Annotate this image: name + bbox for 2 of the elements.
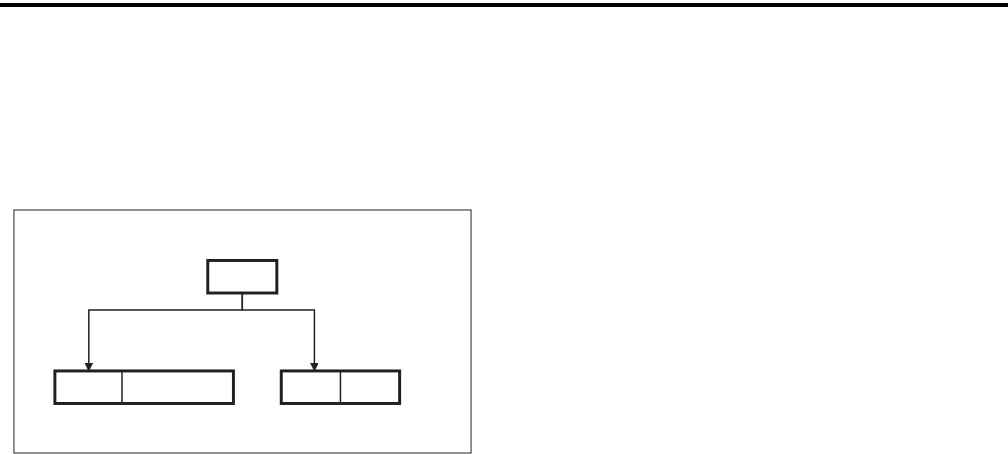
cluster bbox=[13, 209, 472, 454]
node-box bbox=[206, 258, 279, 295]
